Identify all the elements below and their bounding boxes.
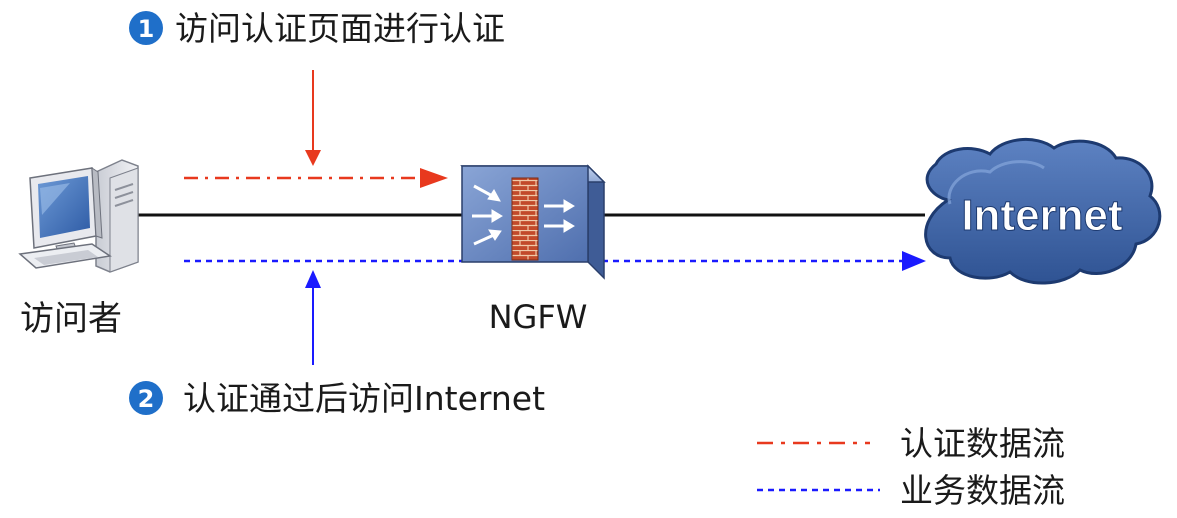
legend-auth-flow: 认证数据流 — [757, 424, 1065, 463]
legend-business-flow: 业务数据流 — [757, 471, 1065, 510]
step2-number: 2 — [138, 385, 155, 413]
step1-text: 访问认证页面进行认证 — [175, 9, 505, 48]
visitor-label: 访问者 — [20, 299, 122, 339]
step2-badge — [129, 381, 163, 415]
desktop-computer-icon — [18, 159, 139, 273]
firewall-icon — [460, 164, 606, 280]
step2-label: 2 认证通过后访问Internet — [129, 379, 545, 418]
legend: 认证数据流 业务数据流 — [757, 424, 1065, 510]
step1-label: 1 访问认证页面进行认证 — [129, 9, 505, 48]
step1-badge — [129, 11, 163, 45]
step1-number: 1 — [138, 15, 155, 43]
step2-text: 认证通过后访问Internet — [183, 379, 545, 418]
step1-pointer-arrow — [305, 70, 321, 166]
internet-label: Internet — [961, 191, 1123, 240]
auth-flow-arrow — [184, 168, 448, 188]
business-flow-arrow — [184, 251, 926, 271]
firewall-label: NGFW — [489, 298, 588, 336]
step2-pointer-arrow — [305, 270, 321, 365]
cloud-icon — [924, 137, 1162, 285]
legend-business-flow-label: 业务数据流 — [900, 471, 1065, 510]
legend-auth-flow-label: 认证数据流 — [900, 424, 1065, 463]
